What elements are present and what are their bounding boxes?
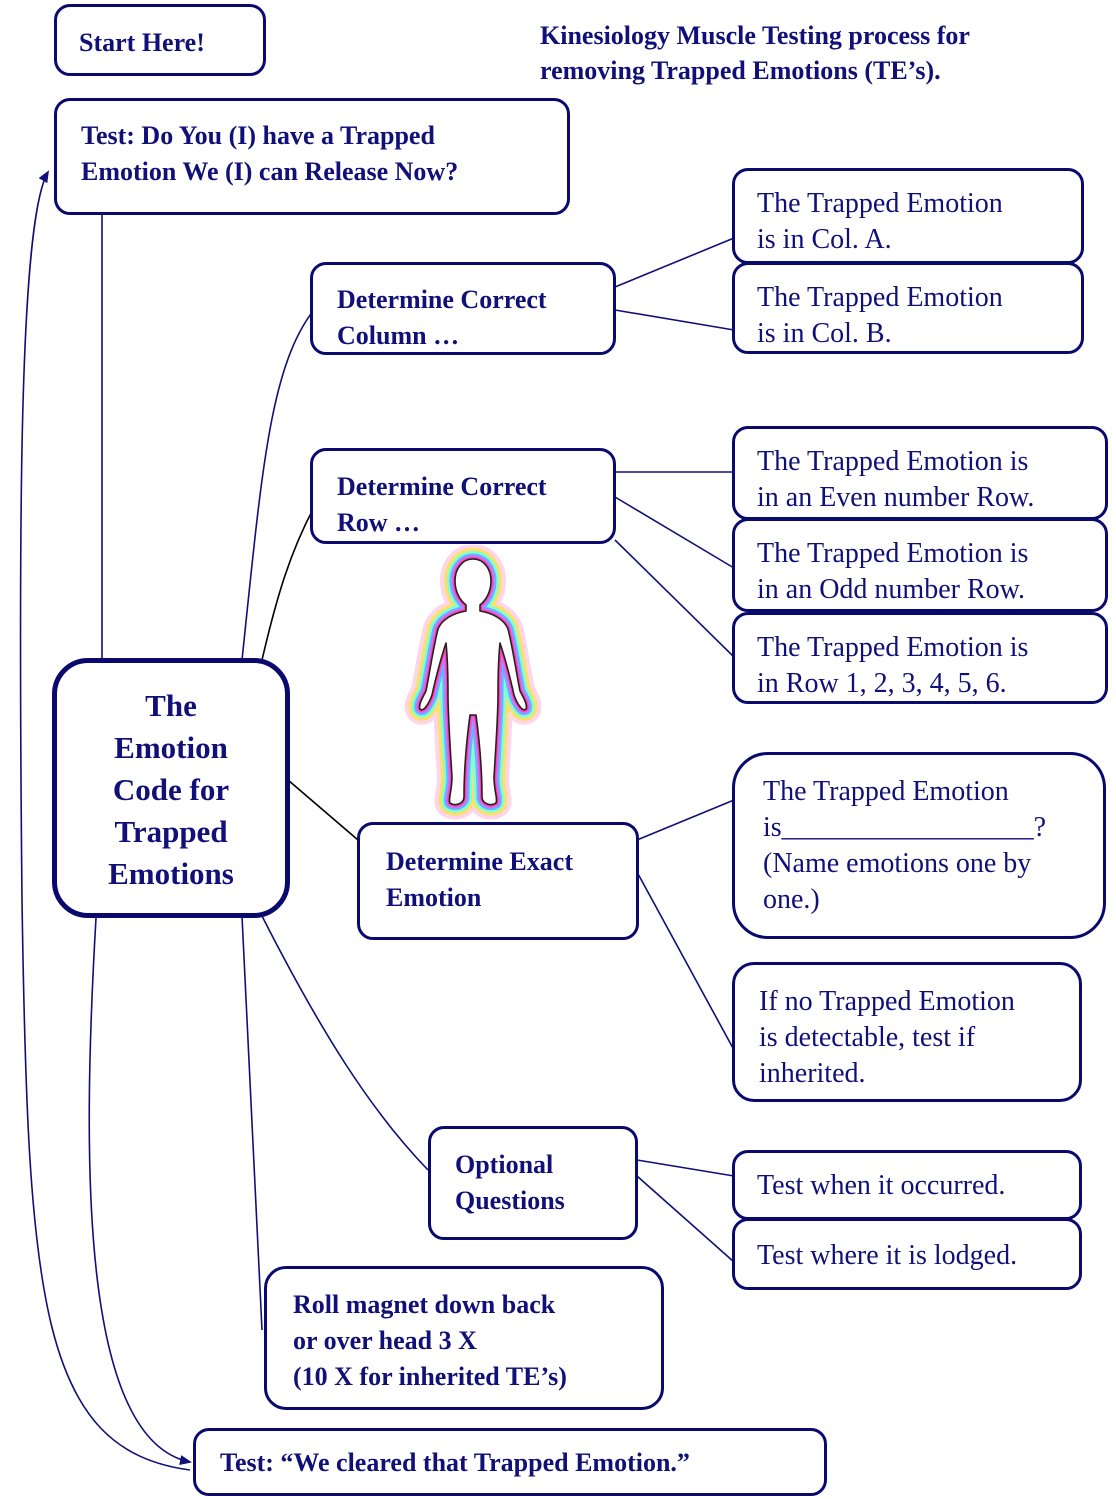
name-emotion-label: The Trapped Emotion is__________________… bbox=[763, 776, 1047, 915]
connector-center-to-magnet bbox=[241, 915, 263, 1331]
inherited-label: If no Trapped Emotion is detectable, tes… bbox=[759, 986, 1015, 1089]
optional-questions-box: Optional Questions bbox=[428, 1126, 638, 1240]
connector-center-to-column bbox=[241, 304, 319, 661]
connector-cleared-to-test bbox=[19, 170, 191, 1471]
row-odd-box: The Trapped Emotion is in an Odd number … bbox=[732, 518, 1108, 612]
center-emotion-code-box: The Emotion Code for Trapped Emotions bbox=[52, 658, 290, 918]
connector-row-to-num bbox=[614, 539, 735, 658]
test-cleared-box: Test: “We cleared that Trapped Emotion.” bbox=[193, 1428, 827, 1496]
determine-exact-box: Determine Exact Emotion bbox=[357, 822, 639, 940]
determine-column-box: Determine Correct Column … bbox=[310, 262, 616, 355]
connector-center-to-cleared bbox=[88, 917, 192, 1465]
when-occurred-box: Test when it occurred. bbox=[732, 1150, 1082, 1220]
row-number-label: The Trapped Emotion is in Row 1, 2, 3, 4… bbox=[757, 632, 1029, 699]
roll-magnet-label: Roll magnet down back or over head 3 X (… bbox=[293, 1290, 567, 1391]
determine-row-box: Determine Correct Row … bbox=[310, 448, 616, 544]
connector-optional-to-when bbox=[636, 1159, 735, 1177]
row-even-label: The Trapped Emotion is in an Even number… bbox=[757, 446, 1035, 513]
determine-row-label: Determine Correct Row … bbox=[337, 472, 547, 537]
test-question-label: Test: Do You (I) have a Trapped Emotion … bbox=[81, 121, 459, 186]
connector-row-to-odd bbox=[614, 496, 735, 569]
col-a-box: The Trapped Emotion is in Col. A. bbox=[732, 168, 1084, 264]
row-odd-label: The Trapped Emotion is in an Odd number … bbox=[757, 538, 1029, 605]
where-lodged-box: Test where it is lodged. bbox=[732, 1218, 1082, 1290]
determine-column-label: Determine Correct Column … bbox=[337, 285, 547, 350]
inherited-box: If no Trapped Emotion is detectable, tes… bbox=[732, 962, 1082, 1102]
connector-exact-to-inherited bbox=[636, 871, 735, 1051]
col-b-label: The Trapped Emotion is in Col. B. bbox=[757, 282, 1003, 349]
when-occurred-label: Test when it occurred. bbox=[757, 1170, 1006, 1201]
connector-center-to-optional bbox=[261, 915, 429, 1171]
optional-questions-label: Optional Questions bbox=[455, 1150, 565, 1215]
determine-exact-label: Determine Exact Emotion bbox=[386, 847, 573, 912]
human-aura-figure-icon bbox=[392, 545, 554, 820]
page-title: Kinesiology Muscle Testing process for r… bbox=[540, 21, 970, 85]
where-lodged-label: Test where it is lodged. bbox=[757, 1240, 1018, 1271]
connector-center-to-exact bbox=[287, 779, 359, 841]
test-question-box: Test: Do You (I) have a Trapped Emotion … bbox=[54, 98, 570, 215]
connector-column-to-col-a bbox=[614, 237, 735, 288]
row-even-box: The Trapped Emotion is in an Even number… bbox=[732, 426, 1108, 520]
connector-center-to-row bbox=[261, 499, 319, 661]
start-here-box: Start Here! bbox=[54, 4, 266, 76]
row-number-box: The Trapped Emotion is in Row 1, 2, 3, 4… bbox=[732, 612, 1108, 704]
roll-magnet-box: Roll magnet down back or over head 3 X (… bbox=[264, 1266, 664, 1410]
col-a-label: The Trapped Emotion is in Col. A. bbox=[757, 188, 1003, 255]
connector-column-to-col-b bbox=[614, 309, 735, 331]
col-b-box: The Trapped Emotion is in Col. B. bbox=[732, 262, 1084, 354]
connector-optional-to-where bbox=[636, 1175, 735, 1263]
start-here-label: Start Here! bbox=[79, 28, 205, 57]
test-cleared-label: Test: “We cleared that Trapped Emotion.” bbox=[220, 1448, 690, 1477]
connector-exact-to-name bbox=[636, 799, 735, 841]
center-emotion-code-label: The Emotion Code for Trapped Emotions bbox=[108, 688, 234, 891]
name-emotion-box: The Trapped Emotion is__________________… bbox=[732, 752, 1106, 939]
